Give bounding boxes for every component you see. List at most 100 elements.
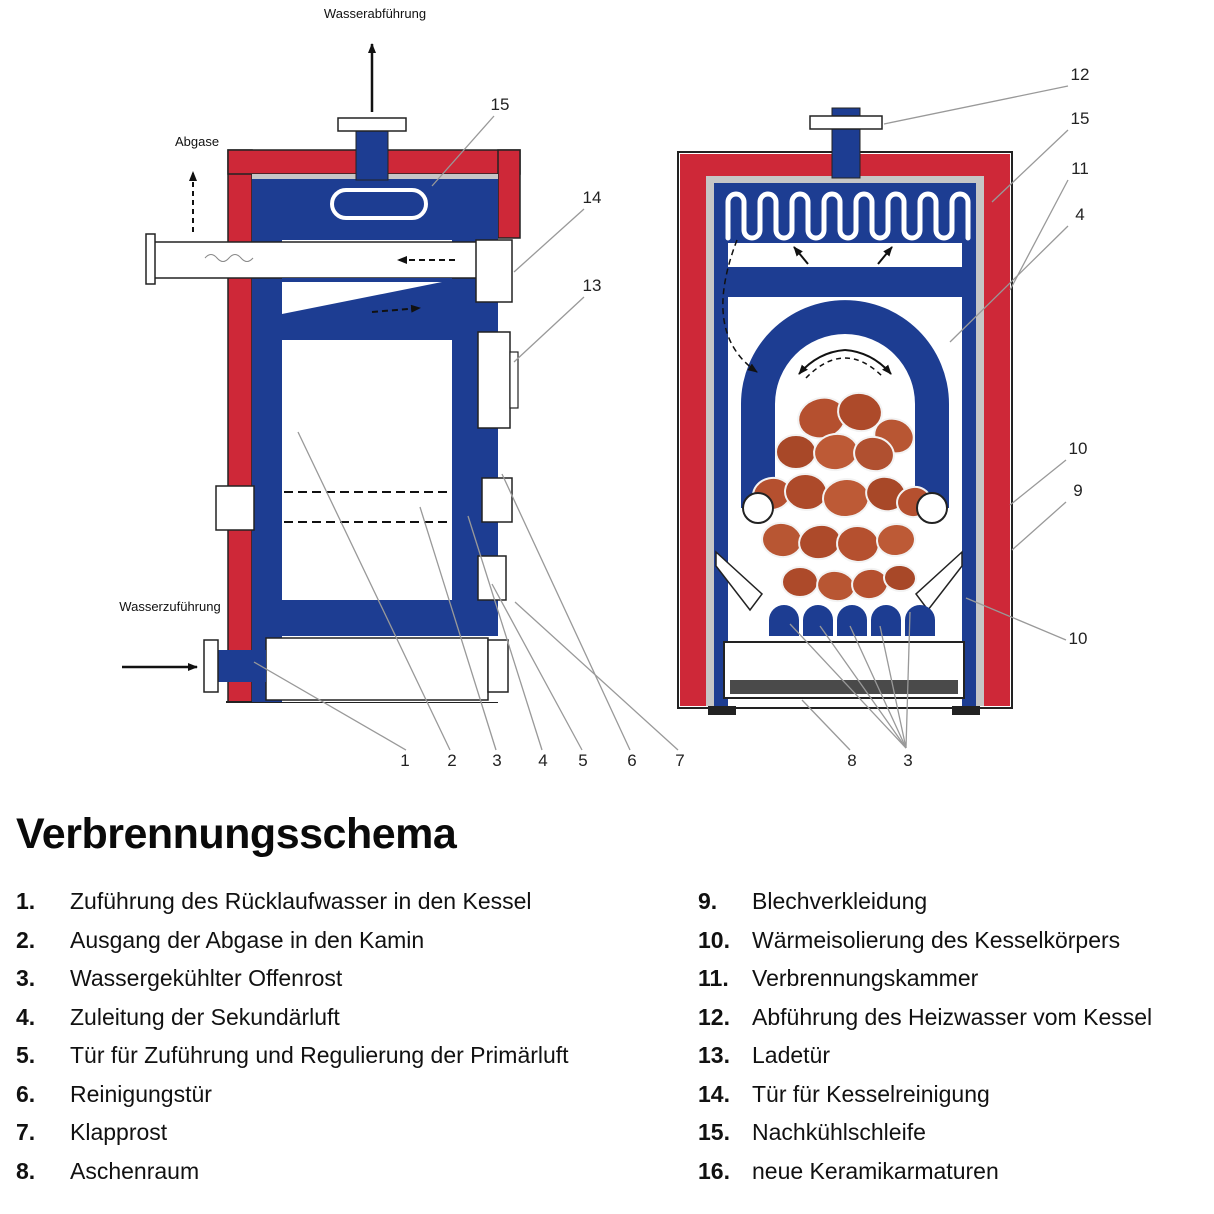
legend: 1. Zuführung des Rücklaufwasser in den K… [16,888,1212,1196]
loading-door-handle [509,351,519,409]
doors-right-side [475,239,519,693]
callout-label: 1 [400,751,409,770]
legend-item: 3. Wassergekühlter Offenrost [16,965,698,1004]
legend-item-text: Zuführung des Rücklaufwasser in den Kess… [70,888,532,914]
legend-item-number: 5. [16,1042,36,1068]
legend-item-text: Aschenraum [70,1157,200,1184]
callout-label: 10 [1069,629,1088,648]
left-water-jacket [252,240,282,702]
legend-item-number: 13. [698,1042,730,1068]
left-boiler-section: Wasserabführung Abgase Wasserzuführung [119,6,521,703]
callout-label: 11 [1071,159,1089,178]
legend-item-text: Zuleitung der Sekundärluft [70,1003,340,1030]
water-inlet [203,639,266,693]
legend-item-text: Reinigungstür [70,1080,212,1107]
secondary-air-arch [722,239,949,508]
legend-item-number: 7. [16,1119,36,1145]
water-in-label: Wasserzuführung [119,599,220,614]
legend-item-number: 14. [698,1080,730,1107]
arch-tube-end-right [916,492,948,524]
legend-item-text: Wassergekühlter Offenrost [70,965,343,991]
callout-label: 10 [1069,439,1088,458]
legend-item-text: Wärmeisolierung des Kesselkörpers [752,926,1121,953]
callout-label: 4 [538,751,547,770]
bottom-flange [487,639,509,693]
stone-pile [752,391,932,603]
cleaning-door-upper [475,239,513,303]
legend-item-number: 4. [16,1003,36,1030]
legend-item-text: Verbrennungskammer [752,965,979,991]
heating-water-outlet-stub [809,107,883,179]
callout-label: 2 [447,751,456,770]
legend-item: 10. Wärmeisolierung des Kesselkörpers [698,927,1212,966]
gas-channel [728,246,962,297]
stone [883,563,917,593]
legend-item-text: Tür für Zuführung und Regulierung der Pr… [70,1042,569,1068]
legend-item-number: 2. [16,926,36,953]
legend-item-text: neue Keramikarmaturen [752,1157,999,1184]
callout-label: 3 [492,751,501,770]
legend-item-text: Tür für Kesselreinigung [752,1080,990,1107]
callout-label: 14 [583,188,602,207]
gas-turn-channel [282,278,452,340]
callout-label: 3 [903,751,912,770]
callout-label: 15 [1071,109,1090,128]
legend-item: 2. Ausgang der Abgase in den Kamin [16,927,698,966]
water-out-label: Wasserabführung [324,6,426,21]
legend-item-number: 9. [698,888,718,914]
callout-label: 5 [578,751,587,770]
legend-item: 4. Zuleitung der Sekundärluft [16,1004,698,1043]
arch-tube-end-left [742,492,774,524]
legend-item-number: 16. [698,1157,730,1184]
callout-label: 6 [627,751,636,770]
stone [775,434,817,470]
page-title: Verbrennungsschema [16,810,457,858]
legend-right-column: 9. Blechverkleidung 10. Wärmeisolierung … [698,888,1212,1196]
stone [853,435,895,473]
callout-label: 13 [583,276,602,295]
secondary-air-inlet-box [215,485,255,531]
legend-item: 15. Nachkühlschleife [698,1119,1212,1158]
legend-item-number: 3. [16,965,36,991]
combustion-chamber-left [284,491,452,523]
legend-item-text: Nachkühlschleife [752,1119,926,1145]
stone [837,391,883,433]
legend-item-number: 15. [698,1119,730,1145]
legend-item-number: 8. [16,1157,36,1184]
legend-item: 16. neue Keramikarmaturen [698,1158,1212,1197]
legend-item-text: Abführung des Heizwasser vom Kessel [752,1003,1153,1030]
legend-item: 1. Zuführung des Rücklaufwasser in den K… [16,888,698,927]
callout-label: 15 [491,95,510,114]
after-cooling-coil [714,183,976,243]
loading-door [477,331,511,429]
heat-exchanger-slot [330,188,428,220]
legend-item-text: Klapprost [70,1119,168,1145]
legend-left-column: 1. Zuführung des Rücklaufwasser in den K… [16,888,698,1196]
stone [876,522,916,558]
right-boiler-section [677,107,1013,715]
boiler-foot [708,706,736,715]
combustion-scheme-diagram: Wasserabführung Abgase Wasserzuführung [119,6,1089,770]
callout-label: 9 [1073,481,1082,500]
legend-item: 9. Blechverkleidung [698,888,1212,927]
callout-lines [253,85,1069,751]
legend-item-number: 6. [16,1080,36,1107]
callout-label: 7 [675,751,684,770]
legend-item-text: Ladetür [752,1042,831,1068]
legend-item-number: 1. [16,888,36,914]
stone [781,566,819,598]
water-wall-right [962,183,976,706]
grate-chute-left [715,550,764,612]
grate-water-band [282,600,452,636]
legend-item: 13. Ladetür [698,1042,1212,1081]
water-cooled-grate [769,605,935,636]
ash-compartment [723,641,965,699]
legend-item-number: 12. [698,1003,730,1030]
legend-item-number: 11. [698,965,729,991]
legend-item: 7. Klapprost [16,1119,698,1158]
callout-numbers: 15 14 13 1 2 3 4 5 6 7 12 15 11 4 10 9 1… [400,65,1089,770]
legend-item-number: 10. [698,926,730,953]
boiler-foot [952,706,980,715]
callout-label: 12 [1071,65,1090,84]
